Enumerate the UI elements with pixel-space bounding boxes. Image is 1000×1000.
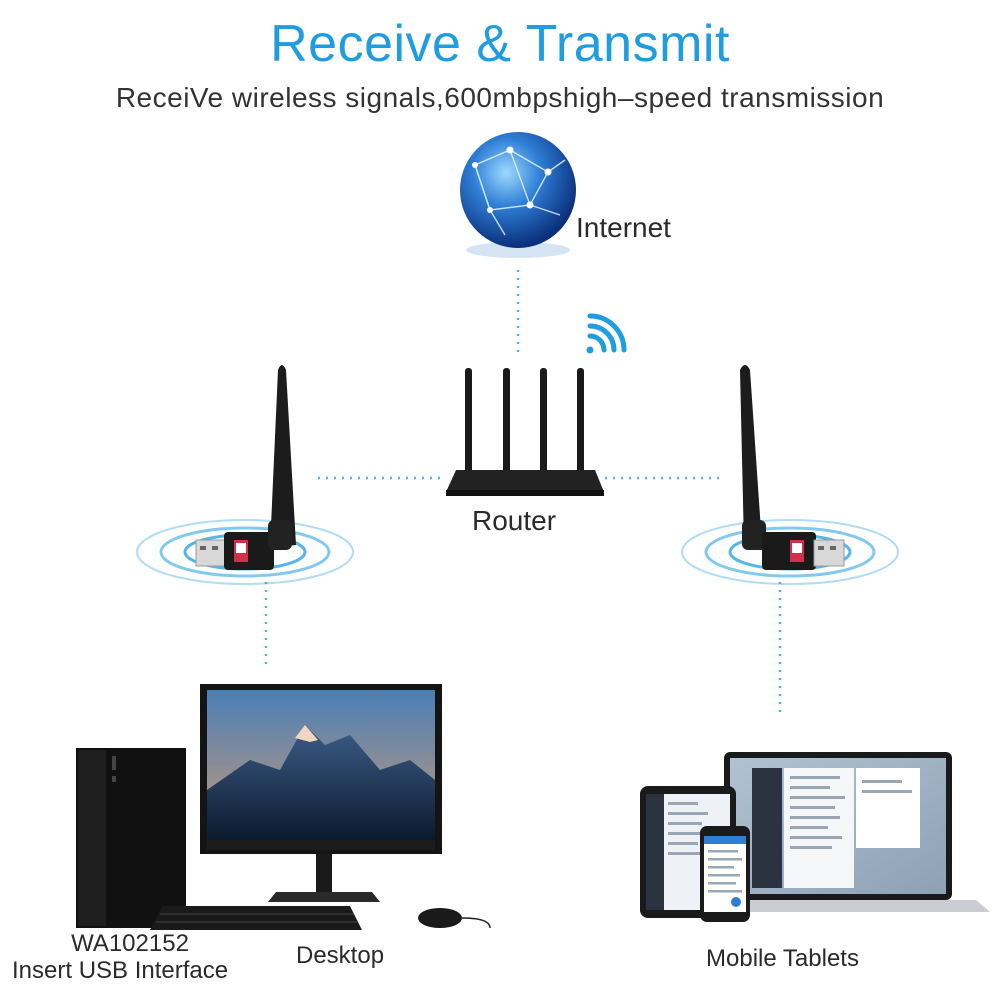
usb-wifi-adapter-left	[136, 365, 354, 585]
model-label: WA102152	[71, 930, 189, 957]
monitor	[200, 684, 442, 902]
router-icon	[446, 368, 604, 496]
page-title: Receive & Transmit	[270, 15, 730, 73]
phone	[700, 826, 750, 922]
mouse	[418, 908, 491, 929]
internet-label: Internet	[576, 212, 671, 243]
mobile-tablets-label: Mobile Tablets	[706, 945, 859, 972]
page-subtitle: ReceiVe wireless signals,600mbpshigh–spe…	[115, 82, 885, 113]
usb-wifi-adapter-right	[681, 365, 899, 585]
keyboard	[150, 906, 362, 930]
desktop-label: Desktop	[296, 942, 385, 969]
desktop-tower	[76, 748, 186, 928]
wifi-signal-icon	[586, 313, 627, 354]
globe-icon	[460, 132, 576, 258]
laptop	[686, 752, 990, 912]
router-label: Router	[472, 505, 557, 536]
insert-usb-label: Insert USB Interface	[12, 957, 229, 984]
tablet	[640, 786, 736, 918]
connection-lines	[264, 270, 782, 718]
